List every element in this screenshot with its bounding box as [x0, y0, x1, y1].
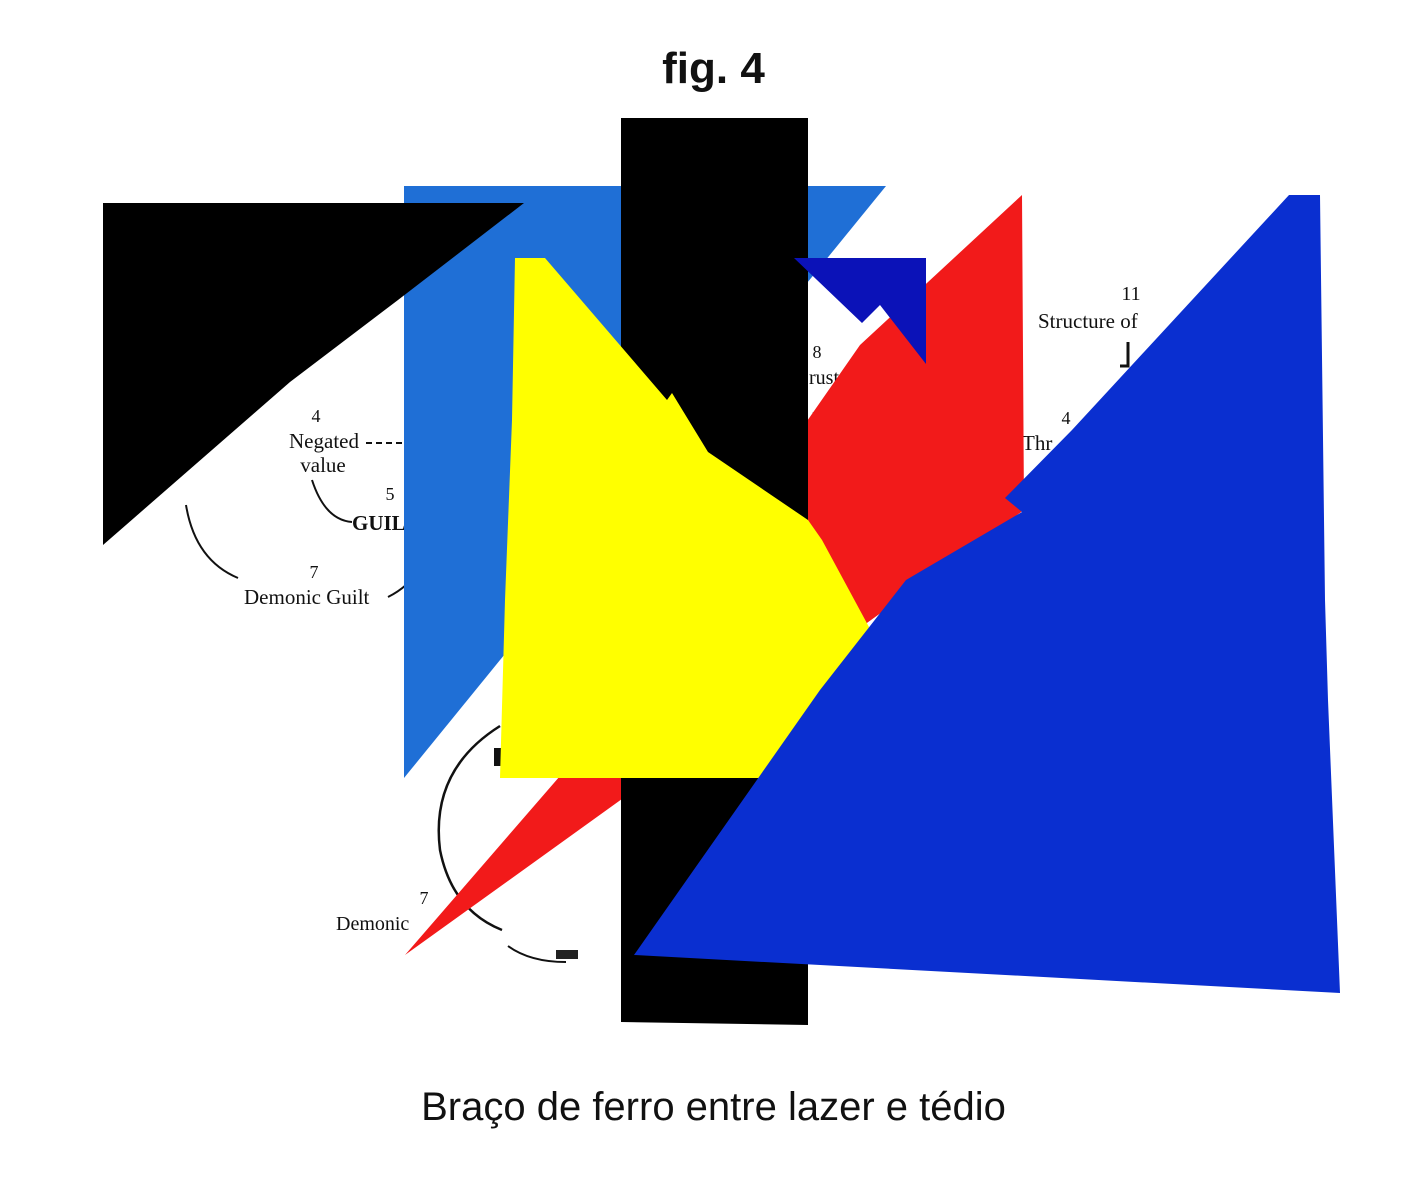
diagram-arc-bottom-tail — [507, 945, 567, 963]
diagram-number-5: 5 — [386, 484, 395, 504]
diagram-label-demonic: Demonic — [336, 913, 409, 935]
black-wedge — [103, 203, 524, 545]
diagram-label-structure: Structure of — [1038, 309, 1138, 333]
diagram-label-thr: Thr — [1022, 431, 1052, 455]
diagram-fragment-top-left: 4 Negated value 5 GUIL 7 Demonic Guilt — [185, 406, 407, 609]
diagram-number-8: 8 — [813, 342, 822, 362]
figure-caption: Braço de ferro entre lazer e tédio — [421, 1085, 1006, 1129]
figure-title: fig. 4 — [662, 44, 765, 93]
diagram-number-4: 4 — [312, 406, 321, 426]
diagram-arc-tail — [387, 584, 407, 598]
diagram-label-demonic-guilt: Demonic Guilt — [244, 585, 370, 609]
diagram-label-value: value — [300, 453, 345, 477]
diagram-number-7: 7 — [310, 562, 319, 582]
yellow-shape — [500, 258, 876, 778]
diagram-fragment-top-right: 11 Structure of 8 rust 2 4 Thr — [809, 283, 1141, 455]
deep-blue-triangle — [634, 195, 1340, 993]
diagram-arc-bottom — [437, 724, 503, 932]
diagram-arc-large — [185, 504, 239, 579]
diagram-bracket — [1120, 342, 1130, 368]
diagram-text-scrap — [494, 748, 502, 766]
diagram-number-11: 11 — [1121, 283, 1140, 305]
diagram-arc-small — [311, 479, 353, 523]
diagram-scrap-mark — [556, 950, 578, 959]
diagram-number-7-bottom: 7 — [420, 888, 429, 908]
diagram-fragment-bottom-left: 7 Demonic — [336, 724, 578, 963]
navy-small-shape — [794, 258, 926, 364]
diagram-number-4-right: 4 — [1062, 408, 1071, 428]
diagram-label-guilt: GUIL — [352, 511, 406, 535]
diagram-label-negated: Negated — [289, 429, 359, 453]
diagram-label-trust: rust — [809, 367, 839, 389]
